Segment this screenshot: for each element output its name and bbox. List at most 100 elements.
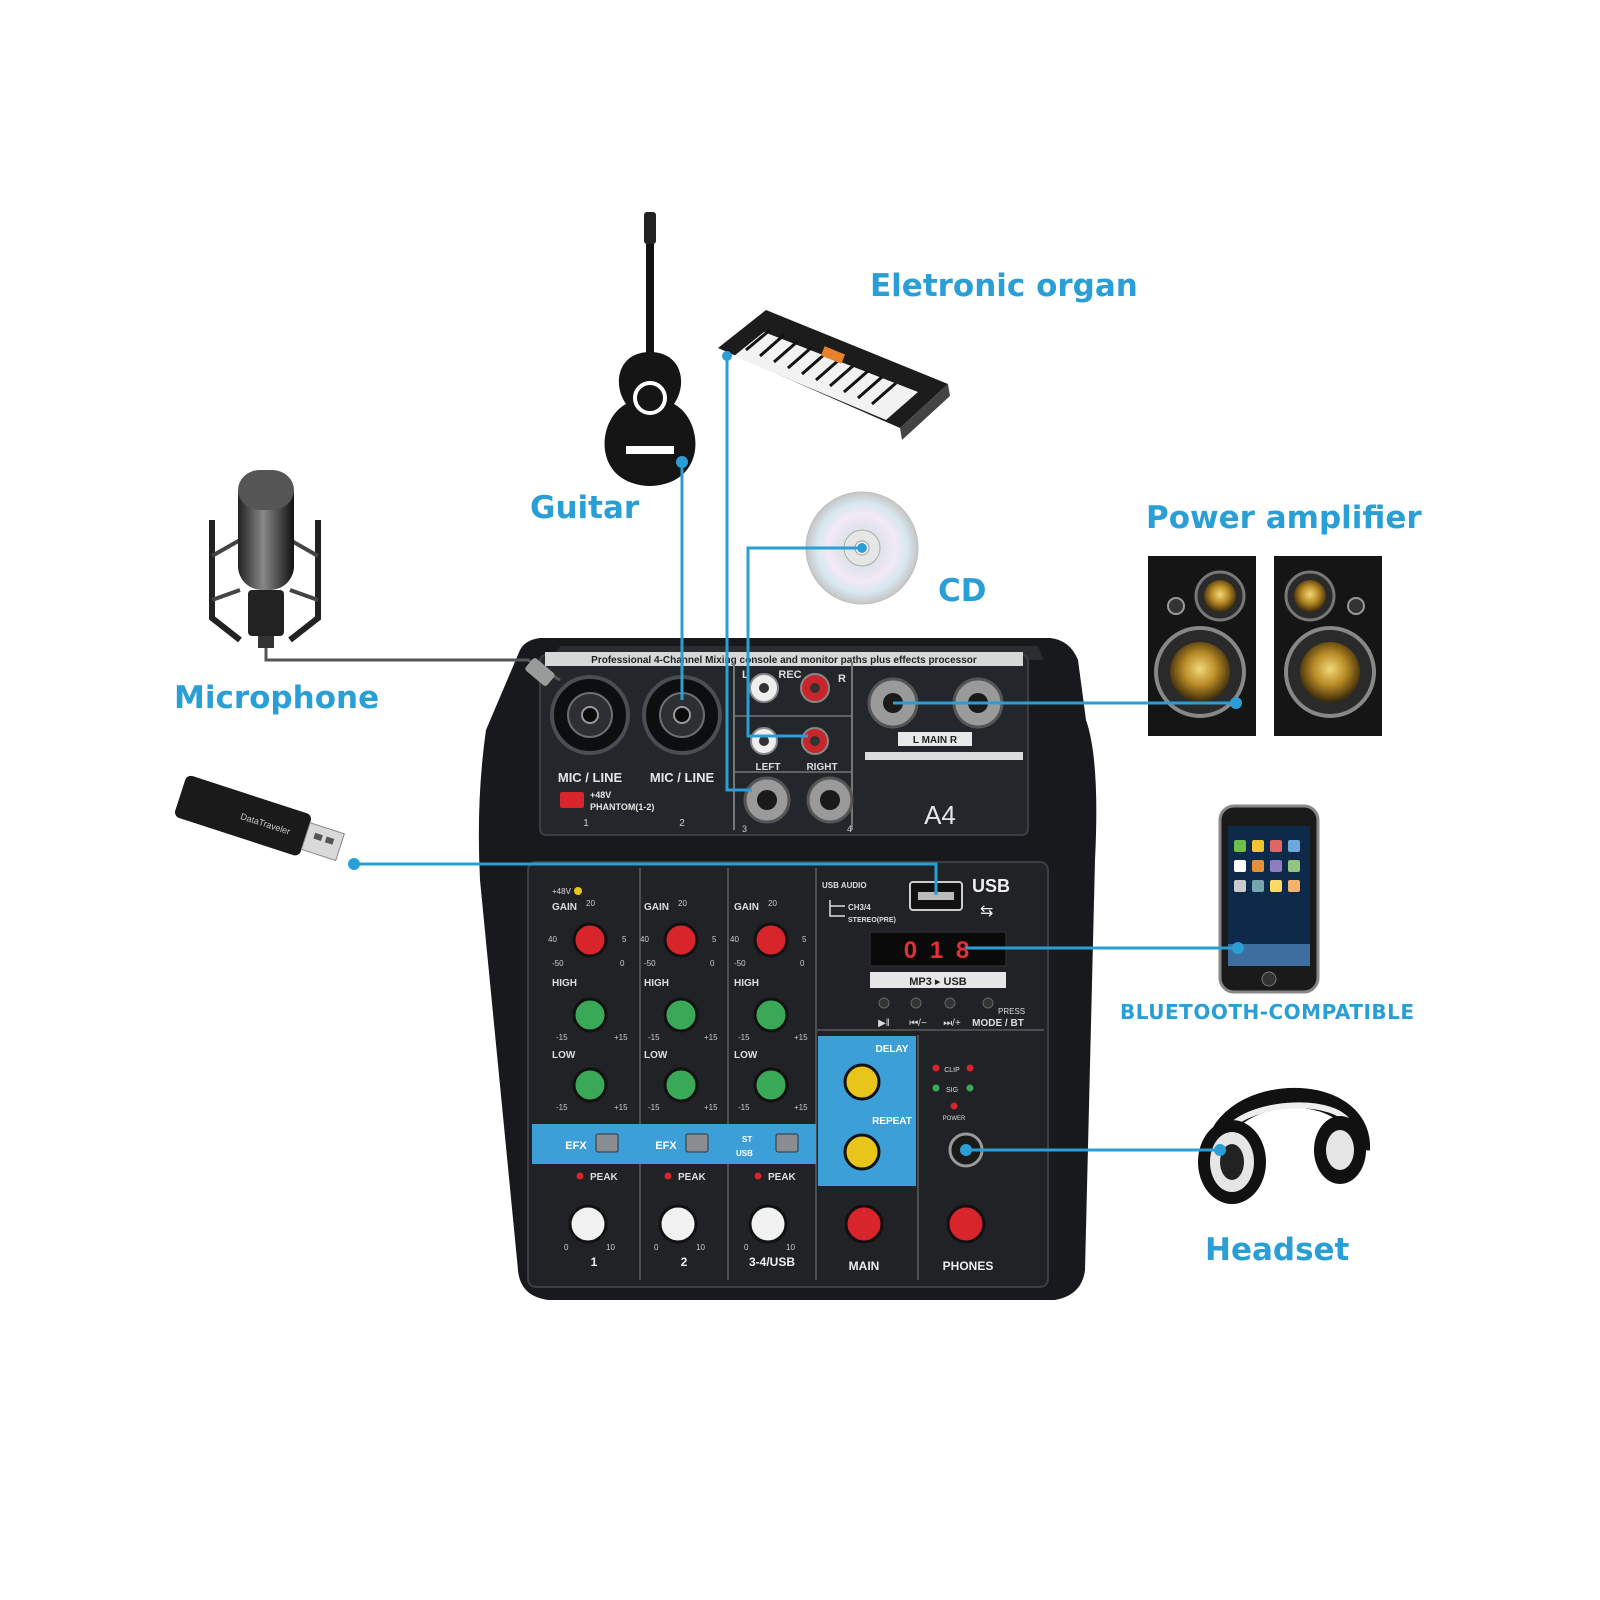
repeat-label: REPEAT (872, 1116, 912, 1127)
ch1-gain-left: 40 (548, 935, 557, 944)
ch1-volume-knob[interactable] (568, 1204, 608, 1244)
ch1-gain-low: -50 (552, 959, 564, 968)
ch2-efx-label: EFX (655, 1140, 677, 1152)
phones-label: PHONES (943, 1259, 994, 1273)
phantom-power-button[interactable] (560, 792, 584, 808)
ch3-high-max: +15 (794, 1033, 808, 1042)
ch1-gain-top: 20 (586, 899, 595, 908)
main-output-label: L MAIN R (913, 735, 958, 746)
ch2-low-label: LOW (644, 1050, 668, 1061)
input-connectors: MIC / LINE MIC / LINE +48V PHANTOM(1-2) … (550, 662, 1023, 834)
ch1-gain-right: 5 (622, 935, 627, 944)
ch1-high-min: -15 (556, 1033, 568, 1042)
ch3-high-label: HIGH (734, 978, 759, 989)
ch3-high-knob[interactable] (753, 997, 789, 1033)
prev-button[interactable] (910, 997, 922, 1009)
st-label: ST (742, 1135, 752, 1144)
ch2-gain-knob[interactable] (663, 922, 699, 958)
ch2-high-knob[interactable] (663, 997, 699, 1033)
ch2-low-knob[interactable] (663, 1067, 699, 1103)
ch1-gain-knob[interactable] (572, 922, 608, 958)
sig-label: SIG (946, 1087, 958, 1094)
ch3-gain-top: 20 (768, 899, 777, 908)
phantom-label: PHANTOM(1-2) (590, 802, 654, 812)
ch1-efx-button[interactable] (595, 1133, 619, 1153)
mixer-banner: Professional 4-Channel Mixing console an… (591, 655, 977, 666)
ch3-gain-left: 40 (730, 935, 739, 944)
ch2-efx-button[interactable] (685, 1133, 709, 1153)
delay-knob[interactable] (843, 1063, 881, 1101)
phantom-48v-label: +48V (590, 790, 611, 800)
usb-small-label: USB (736, 1149, 753, 1158)
play-label: ▶‖ (878, 1018, 890, 1029)
usb-label: USB (972, 876, 1010, 896)
ch2-gain-low: -50 (644, 959, 656, 968)
ch3-gain-knob[interactable] (753, 922, 789, 958)
ch1-gain-label: GAIN (552, 902, 577, 913)
ch3-gain-label: GAIN (734, 902, 759, 913)
amplifier-callout: Power amplifier (1146, 500, 1422, 536)
main-label: MAIN (849, 1259, 880, 1273)
ch1-low-label: LOW (552, 1050, 576, 1061)
headphones-icon (1198, 1088, 1370, 1204)
display-readout: 0 1 8 (904, 937, 972, 964)
power-label: POWER (943, 1116, 966, 1122)
usb-symbol-icon: ⇆ (980, 903, 993, 920)
mic-line-label-1: MIC / LINE (558, 770, 623, 785)
input-number-3: 3 (742, 824, 747, 834)
ch1-low-knob[interactable] (572, 1067, 608, 1103)
st-usb-button[interactable] (775, 1133, 799, 1153)
ch1-48v-label: +48V (552, 887, 572, 896)
ch1-high-label: HIGH (552, 978, 577, 989)
ch2-gain-br: 0 (710, 959, 715, 968)
ch2-vol-max: 10 (696, 1243, 705, 1252)
play-button[interactable] (878, 997, 890, 1009)
delay-label: DELAY (876, 1044, 909, 1055)
rec-label: REC (778, 669, 801, 681)
mp3-usb-label: MP3 ▸ USB (909, 976, 967, 988)
ch1-vol-min: 0 (564, 1243, 569, 1252)
repeat-knob[interactable] (843, 1133, 881, 1171)
phones-volume-knob[interactable] (946, 1204, 986, 1244)
speaker-pair-icon (1148, 556, 1382, 736)
ch34-label: 3-4/USB (749, 1255, 795, 1269)
next-button[interactable] (944, 997, 956, 1009)
input-number-4: 4 (847, 824, 852, 834)
ch2-gain-top: 20 (678, 899, 687, 908)
clip-label: CLIP (944, 1067, 960, 1074)
microphone-callout: Microphone (174, 680, 380, 716)
right-label: RIGHT (806, 762, 837, 773)
left-label: LEFT (756, 762, 781, 773)
ch34-label: CH3/4 (848, 903, 871, 912)
mode-button[interactable] (982, 997, 994, 1009)
ch1-label: 1 (591, 1255, 598, 1269)
ch3-peak-label: PEAK (768, 1172, 797, 1183)
ch2-low-min: -15 (648, 1103, 660, 1112)
channel-strips: +48V GAIN 20 40 -50 5 0 HIGH -15 +15 LOW… (532, 887, 816, 1269)
ch3-high-min: -15 (738, 1033, 750, 1042)
keyboard-icon (718, 310, 950, 440)
cd-callout: CD (938, 573, 987, 609)
ch1-peak-label: PEAK (590, 1172, 619, 1183)
ch2-volume-knob[interactable] (658, 1204, 698, 1244)
ch2-gain-left: 40 (640, 935, 649, 944)
ch1-high-knob[interactable] (572, 997, 608, 1033)
ch3-vol-min: 0 (744, 1243, 749, 1252)
ch3-low-knob[interactable] (753, 1067, 789, 1103)
ch3-low-max: +15 (794, 1103, 808, 1112)
main-volume-knob[interactable] (844, 1204, 884, 1244)
ch2-vol-min: 0 (654, 1243, 659, 1252)
ch2-gain-label: GAIN (644, 902, 669, 913)
connection-cables (264, 351, 1244, 1156)
ch2-high-min: -15 (648, 1033, 660, 1042)
bluetooth-callout: BLUETOOTH-COMPATIBLE (1120, 1000, 1415, 1024)
usb-stick-icon: DataTraveler (175, 775, 345, 862)
ch3-gain-low: -50 (734, 959, 746, 968)
headset-callout: Headset (1205, 1232, 1350, 1268)
ch1-vol-max: 10 (606, 1243, 615, 1252)
ch3-gain-br: 0 (800, 959, 805, 968)
ch2-peak-label: PEAK (678, 1172, 707, 1183)
ch3-gain-right: 5 (802, 935, 807, 944)
ch3-volume-knob[interactable] (748, 1204, 788, 1244)
